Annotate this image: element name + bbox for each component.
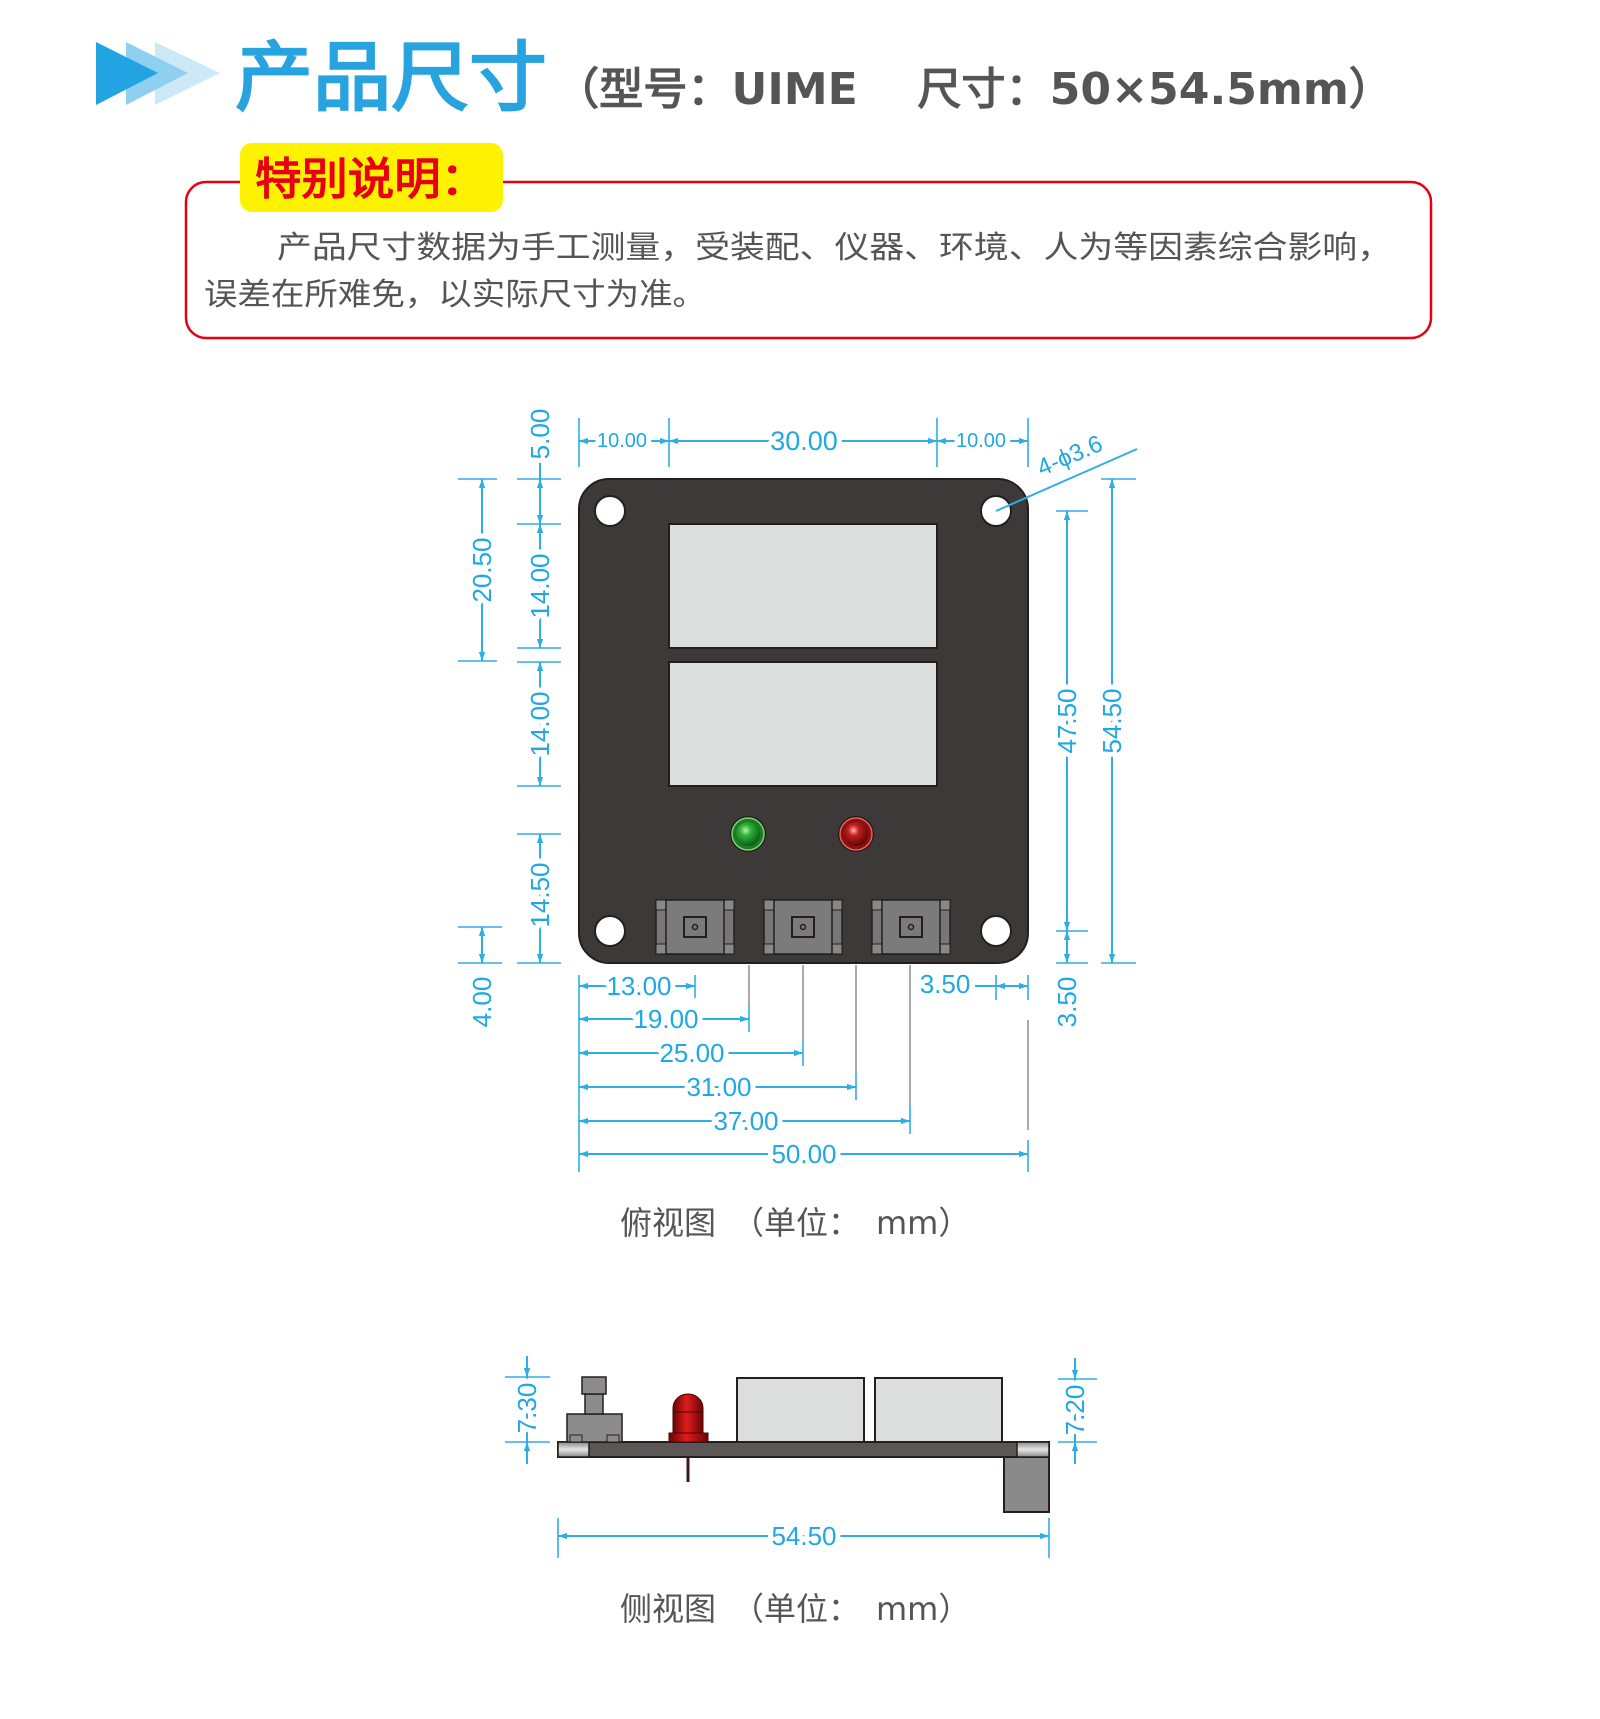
tact-button <box>763 899 843 955</box>
red-led <box>838 816 874 852</box>
mounting-hole <box>594 495 626 527</box>
top-dimensions: 10.00 30.00 10.00 <box>578 418 1029 467</box>
side-dimensions: 7.30 7.20 54.50 <box>505 1356 1097 1558</box>
note-border <box>184 180 1433 340</box>
dim-label: 14.00 <box>525 553 555 618</box>
dim-label: 13.00 <box>606 971 671 1001</box>
tact-button <box>655 899 735 955</box>
dim-label: 5.00 <box>525 409 555 460</box>
note-line-1: 产品尺寸数据为手工测量，受装配、仪器、环境、人为等因素综合影响， <box>277 230 1392 266</box>
dim-label: 20.50 <box>467 537 497 602</box>
page-title: 产品尺寸 <box>235 33 547 122</box>
board-end-right <box>1016 1441 1050 1458</box>
display-module-2 <box>668 661 938 787</box>
bottom-dimensions: 13.00 19.00 25.00 31.00 37.00 50.00 3.50 <box>578 964 1029 1174</box>
note-line-2: 误差在所难免，以实际尺寸为准。 <box>204 277 706 313</box>
dim-label: 7.20 <box>1060 1385 1090 1436</box>
top-view-caption: 俯视图 （单位： mm） <box>620 1204 970 1242</box>
top-view: 4-ϕ3.6 10.00 30.00 10.00 <box>458 404 1138 1242</box>
dim-label: 3.50 <box>1052 977 1082 1028</box>
mounting-hole <box>980 915 1012 947</box>
dim-label: 30.00 <box>770 426 838 456</box>
dim-label: 14.00 <box>525 691 555 756</box>
dim-label: 3.50 <box>920 969 971 999</box>
note-tag <box>240 143 503 212</box>
pin-header <box>1003 1456 1050 1513</box>
dim-label: 4.00 <box>467 977 497 1028</box>
mounting-hole <box>594 915 626 947</box>
dim-label: 10.00 <box>956 430 1006 452</box>
dim-label: 31.00 <box>686 1072 751 1102</box>
dim-label: 7.30 <box>512 1383 542 1434</box>
special-note: 特别说明： 产品尺寸数据为手工测量，受装配、仪器、环境、人为等因素综合影响， 误… <box>184 143 1433 340</box>
right-dimensions: 47.50 3.50 54.50 <box>1047 478 1136 1032</box>
side-view: 7.30 7.20 54.50 侧视图 （单位： mm） <box>505 1356 1097 1628</box>
hole-spec-label: 4-ϕ3.6 <box>1033 430 1106 481</box>
dim-label: 10.00 <box>597 430 647 452</box>
model-size-subtitle: （型号：UIME 尺寸：50×54.5mm） <box>555 64 1393 115</box>
dim-label: 50.00 <box>771 1139 836 1169</box>
header: 产品尺寸 （型号：UIME 尺寸：50×54.5mm） <box>96 33 1393 122</box>
tact-button <box>871 899 951 955</box>
dim-label: 14.50 <box>525 862 555 927</box>
green-led <box>730 816 766 852</box>
dim-label: 19.00 <box>633 1004 698 1034</box>
dim-label: 25.00 <box>659 1038 724 1068</box>
side-red-led <box>668 1393 709 1482</box>
forward-arrows-icon <box>96 42 220 105</box>
left-dimensions: 5.00 14.00 14.00 14.50 20.50 4.00 <box>458 404 561 1032</box>
side-view-caption: 侧视图 （单位： mm） <box>620 1590 970 1628</box>
side-tact-button <box>566 1376 623 1443</box>
board-end-left <box>557 1441 590 1458</box>
pcb-side <box>557 1441 1050 1458</box>
dim-label: 47.50 <box>1052 688 1082 753</box>
dim-label: 37.00 <box>713 1106 778 1136</box>
side-display-1 <box>736 1377 865 1443</box>
display-module-1 <box>668 523 938 649</box>
hole-leader-line <box>995 448 1138 512</box>
dim-label: 54.50 <box>1097 688 1127 753</box>
dim-label: 54.50 <box>771 1521 836 1551</box>
note-label: 特别说明： <box>255 154 487 205</box>
side-display-2 <box>874 1377 1003 1443</box>
